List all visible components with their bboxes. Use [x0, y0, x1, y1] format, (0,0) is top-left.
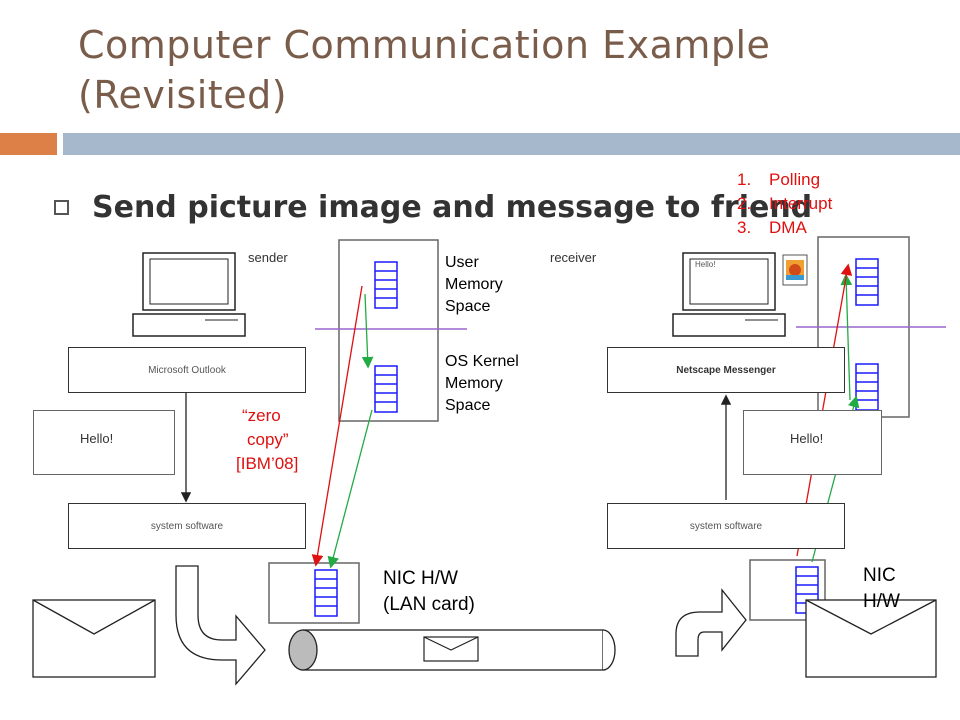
list-item: 2.Interrupt — [737, 194, 833, 213]
sender-user-buffer — [374, 261, 398, 309]
network-cable-icon — [288, 629, 616, 671]
sender-nic-buffer — [314, 569, 338, 617]
sender-bent-arrow-icon — [175, 565, 266, 686]
receiver-label: receiver — [550, 250, 597, 265]
sender-app-box: Microsoft Outlook — [68, 347, 306, 393]
receiver-system-software-box: system software — [607, 503, 845, 549]
receiver-nic-box — [749, 559, 826, 621]
subtitle: Send picture image and message to friend — [92, 190, 813, 225]
sender-kernel-buffer — [374, 365, 398, 413]
zero-copy-note: “zero copy” [IBM’08] — [236, 406, 299, 473]
sender-nic-label: NIC H/W(LAN card) — [383, 568, 475, 615]
left-envelope-icon — [32, 599, 156, 678]
sender-kernel-to-nic-copy-arrow — [327, 409, 373, 569]
receiver-hello-text: Hello! — [790, 431, 824, 446]
receiver-attachment-box — [743, 410, 882, 475]
sender-memory-region — [338, 239, 439, 422]
sender-attachment-box — [33, 410, 175, 475]
sender-user-to-kernel-copy-arrow — [361, 293, 374, 369]
receiver-user-buffer — [855, 258, 879, 306]
sender-hello-text: Hello! — [80, 431, 114, 446]
receiver-screen-hello: Hello! — [695, 260, 716, 269]
header-bar-blue — [63, 133, 960, 155]
sender-label: sender — [248, 250, 288, 265]
receiver-app-box: Netscape Messenger — [607, 347, 845, 393]
receiver-kernel-buffer — [855, 363, 879, 411]
page-title: Computer Communication Example (Revisite… — [78, 23, 771, 117]
transfer-methods-list: 1.Polling 2.Interrupt 3.DMA — [737, 168, 832, 240]
sender-system-software-box: system software — [68, 503, 306, 549]
sender-zero-copy-arrow — [311, 285, 363, 567]
receiver-bent-arrow-icon — [675, 588, 747, 657]
sender-computer-icon — [132, 252, 246, 337]
header-bar-orange — [0, 133, 57, 155]
list-item: 1.Polling — [737, 170, 821, 189]
receiver-computer-icon — [672, 252, 786, 337]
right-envelope-icon — [805, 599, 937, 678]
square-bullet-icon — [54, 200, 69, 215]
picture-file-icon — [782, 254, 808, 286]
sender-nic-box — [268, 562, 360, 624]
receiver-kernel-to-user-copy-arrow — [840, 273, 853, 401]
list-item: 3.DMA — [737, 218, 807, 237]
